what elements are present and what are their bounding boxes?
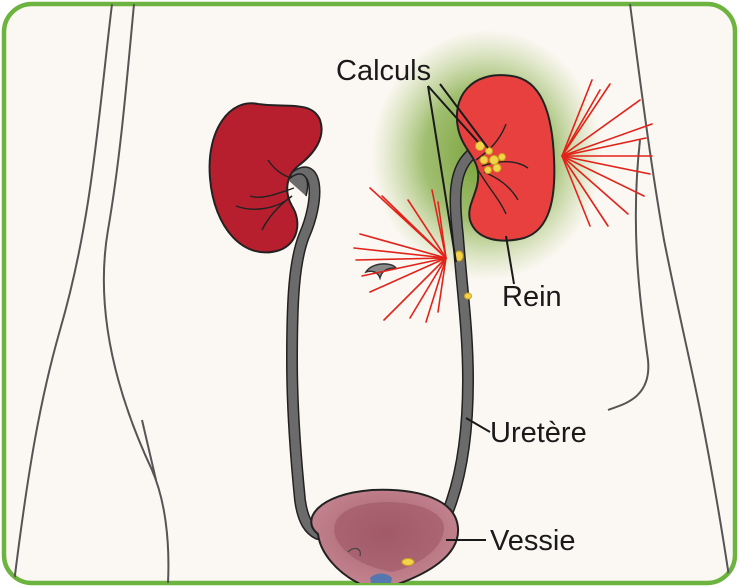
label-vessie: Vessie	[490, 525, 575, 557]
ureter-stone-lower	[465, 293, 472, 299]
label-rein: Rein	[502, 281, 562, 313]
bladder-stone	[402, 559, 414, 566]
label-calculs: Calculs	[336, 55, 431, 87]
label-uretere: Uretère	[490, 417, 587, 449]
